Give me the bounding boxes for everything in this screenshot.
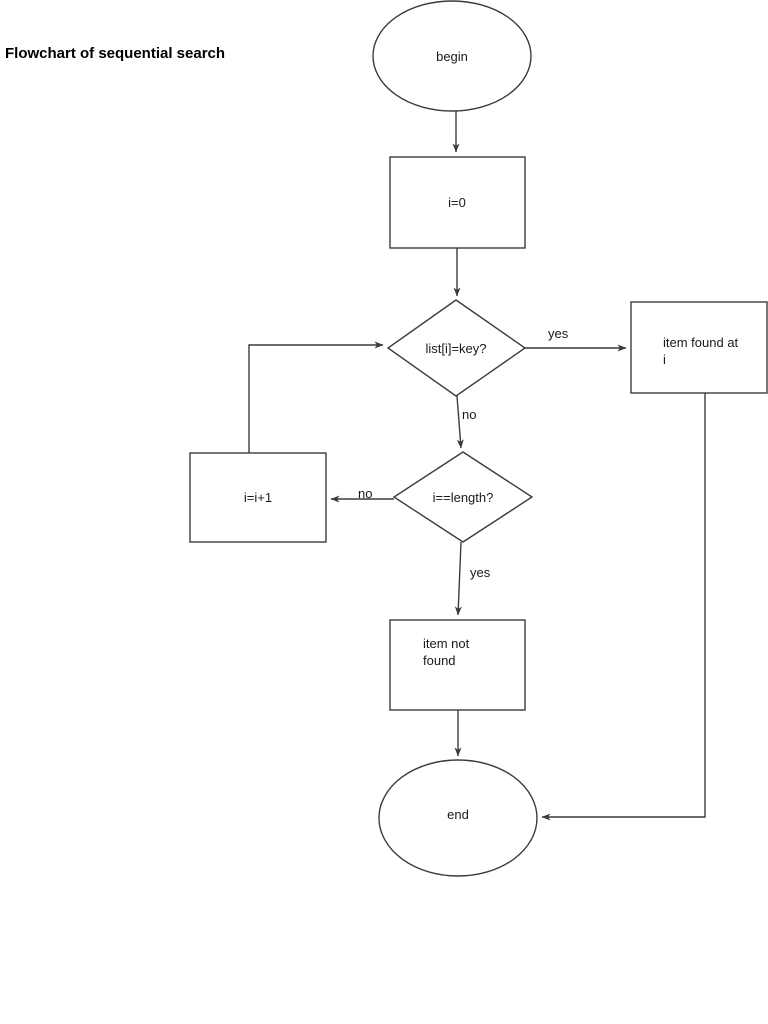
- node-increment-label: i=i+1: [243, 490, 273, 505]
- edge-label-compare-yes: yes: [548, 326, 569, 341]
- node-length-check-label: i==length?: [432, 490, 494, 505]
- node-length-check-shape: [392, 451, 534, 543]
- edge-label-length-check-yes: yes: [470, 565, 491, 580]
- edge-found-to-end: [541, 393, 706, 821]
- node-found-shape: [630, 301, 768, 394]
- node-compare-label: list[i]=key?: [425, 341, 487, 356]
- node-found-label: item found at i: [663, 335, 739, 367]
- node-end-shape: [378, 759, 538, 877]
- node-begin-shape: [372, 0, 532, 112]
- edge-label-compare-no: no: [462, 407, 477, 422]
- page-title: Flowchart of sequential search: [5, 45, 226, 62]
- node-compare-shape: [386, 299, 527, 397]
- edge-length-check-to-not-found: [454, 541, 462, 616]
- edge-increment-to-compare: [248, 341, 384, 453]
- edge-label-length-check-no: no: [358, 486, 373, 501]
- node-end-label: end: [447, 807, 469, 822]
- node-init-label: i=0: [448, 195, 466, 210]
- edge-compare-to-length-check: [456, 395, 464, 449]
- node-not-found-label: item not found: [423, 636, 470, 668]
- node-increment-shape: [189, 452, 327, 543]
- node-begin-label: begin: [436, 49, 468, 64]
